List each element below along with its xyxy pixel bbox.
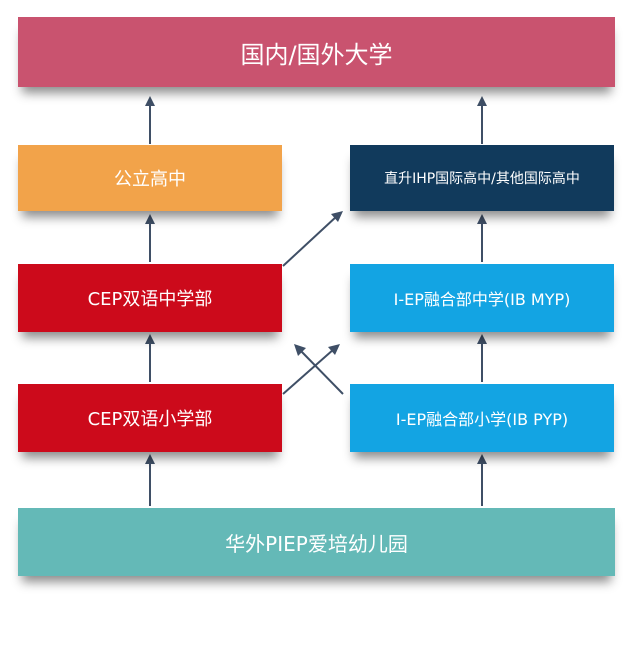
cep-primary-box: CEP双语小学部 [18,384,282,452]
iep-middle-label: I-EP融合部中学(IB MYP) [393,290,571,309]
arrowhead [145,214,155,224]
university-label: 国内/国外大学 [240,40,393,69]
arrowhead [477,96,487,106]
arrowhead [477,454,487,464]
arrowhead [145,454,155,464]
kindergarten-label: 华外PIEP爱培幼儿园 [225,531,408,556]
arrowhead [331,211,343,222]
public-high-box: 公立高中 [18,145,282,211]
cep-primary-label: CEP双语小学部 [87,409,213,430]
iep-middle-box: I-EP融合部中学(IB MYP) [350,264,614,332]
arrow-iep-primary-to-cep-middle [299,349,344,395]
kindergarten-box: 华外PIEP爱培幼儿园 [18,508,615,576]
arrow-cep-primary-to-iep-middle [282,348,335,395]
arrowhead [477,214,487,224]
arrowhead [477,334,487,344]
ihp-high-label: 直升IHP国际高中/其他国际高中 [384,171,580,187]
iep-primary-label: I-EP融合部小学(IB PYP) [395,410,569,429]
arrowhead [145,334,155,344]
public-high-label: 公立高中 [114,169,186,190]
iep-primary-box: I-EP融合部小学(IB PYP) [350,384,614,452]
ihp-high-box: 直升IHP国际高中/其他国际高中 [350,145,614,211]
arrow-cep-middle-to-ihp-high [282,215,338,267]
cep-middle-box: CEP双语中学部 [18,264,282,332]
arrowhead [328,344,340,355]
university-box: 国内/国外大学 [18,17,615,87]
arrowhead [294,344,306,356]
cep-middle-label: CEP双语中学部 [87,289,213,310]
arrowhead [145,96,155,106]
